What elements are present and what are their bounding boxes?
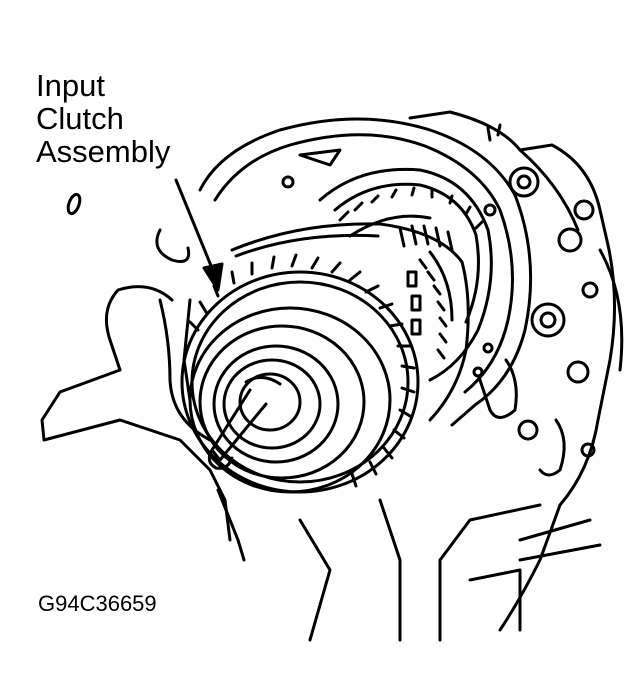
case-left: [40, 192, 246, 562]
figure-code: G94C36659: [38, 591, 157, 616]
spline-ring: [180, 253, 420, 494]
input-shaft: [207, 376, 282, 470]
clutch-hub: [188, 306, 392, 494]
callout-label-line-1: Input: [36, 68, 105, 103]
transmission-case: [298, 110, 624, 642]
input-clutch-drum: [230, 222, 470, 422]
rear-clutch-drum: [318, 167, 493, 382]
callout-arrow: [174, 178, 224, 292]
outer-housing: [198, 117, 533, 427]
callout-label-line-3: Assembly: [36, 134, 171, 169]
callout-label-line-2: Clutch: [36, 101, 124, 136]
